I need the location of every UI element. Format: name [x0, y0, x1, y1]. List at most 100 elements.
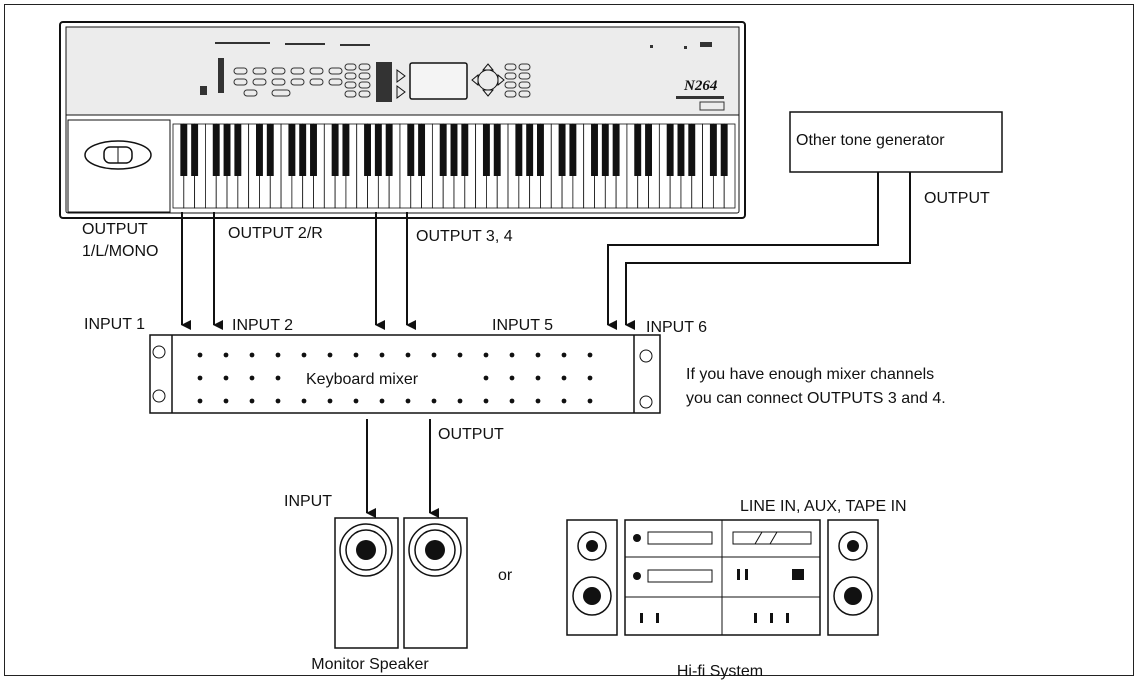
panel-button [309, 67, 324, 75]
panel-button [309, 78, 324, 86]
model-logo: N264 [683, 78, 718, 94]
label-output-2: OUTPUT 2/R [228, 225, 323, 242]
mixer-knob-dot [327, 352, 333, 358]
label-other-tone-generator: Other tone generator [796, 132, 945, 149]
black-key [591, 124, 598, 176]
label-input-6: INPUT 6 [646, 319, 708, 336]
mixer-knob-dot [587, 398, 593, 404]
black-key [482, 124, 490, 176]
mixer-knob-dot [197, 352, 203, 358]
black-key [526, 124, 534, 176]
mixer-knob-dot [405, 398, 411, 404]
black-key [374, 124, 382, 176]
label-input-1: INPUT 1 [84, 316, 146, 333]
black-key [569, 124, 577, 176]
label-output-1-sub: 1/L/MONO [82, 243, 159, 260]
white-keys [172, 123, 736, 209]
mixer-knob-dot [353, 398, 359, 404]
mixer-knob-dot [561, 398, 567, 404]
black-key [645, 124, 652, 176]
black-key [288, 124, 296, 176]
panel-button [344, 90, 357, 98]
label-mixer-output: OUTPUT [438, 426, 504, 443]
lcd-display [409, 62, 468, 100]
black-key [212, 124, 220, 176]
mixer-knob-dot [223, 375, 229, 381]
mixer-knob-dot [587, 375, 593, 381]
black-key [558, 124, 566, 176]
black-key [666, 124, 674, 176]
black-key [385, 124, 393, 176]
black-key [418, 124, 426, 176]
panel-button [518, 81, 531, 89]
label-or: or [498, 567, 513, 584]
black-key [364, 124, 371, 176]
panel-button [243, 89, 258, 97]
black-key [601, 124, 609, 176]
panel-button [518, 72, 531, 80]
mixer-knob-dot [431, 352, 437, 358]
panel-button [504, 90, 517, 98]
panel-button [518, 63, 531, 71]
black-key [407, 124, 415, 176]
mixer-knob-dot [301, 398, 307, 404]
mixer-knob-dot [379, 398, 385, 404]
mixer-knob-dot [509, 352, 515, 358]
mixer-knob-dot [483, 398, 489, 404]
panel-button [344, 81, 357, 89]
keyboard-synth: N264 [59, 21, 746, 219]
mixer-knob-dot [535, 375, 541, 381]
monitor-speakers [334, 517, 468, 649]
black-key [299, 124, 307, 176]
mixer-knob-dot [249, 375, 255, 381]
black-key [439, 124, 447, 176]
mixer-knob-dot [197, 375, 203, 381]
hifi-system [566, 519, 879, 636]
mixer-knob-dot [275, 398, 281, 404]
black-key [342, 124, 350, 176]
black-key [461, 124, 469, 176]
cable-other-tg-left [607, 172, 879, 330]
keyboard-output-cables [181, 212, 416, 330]
keyboard-mixer [149, 334, 661, 414]
panel-button [504, 63, 517, 71]
mixer-knob-dot [249, 352, 255, 358]
panel-button [271, 67, 286, 75]
panel-button [344, 72, 357, 80]
panel-button [233, 78, 248, 86]
black-key [515, 124, 523, 176]
black-key [537, 124, 544, 176]
panel-button [328, 67, 343, 75]
label-output-1: OUTPUT [82, 221, 148, 238]
mixer-knob-dot [223, 398, 229, 404]
black-key [493, 124, 501, 176]
mixer-knob-dot [379, 352, 385, 358]
mixer-knob-dot [275, 375, 281, 381]
black-key [612, 124, 620, 176]
panel-button [328, 78, 343, 86]
black-key [266, 124, 274, 176]
mixer-knob-dot [457, 398, 463, 404]
label-output-3-4: OUTPUT 3, 4 [416, 228, 513, 245]
black-keys [180, 124, 728, 176]
mixer-knob-dot [535, 352, 541, 358]
panel-button [233, 67, 248, 75]
mixer-knob-dot [535, 398, 541, 404]
label-hifi-system: Hi-fi System [676, 663, 764, 680]
panel-button [271, 89, 291, 97]
label-input-2: INPUT 2 [232, 317, 294, 334]
black-key [720, 124, 728, 176]
mixer-knob-dot [561, 375, 567, 381]
panel-button [358, 81, 371, 89]
mixer-knob-dot [353, 352, 359, 358]
mixer-knob-dot [249, 398, 255, 404]
mixer-knob-dot [431, 398, 437, 404]
mixer-knob-dot [509, 375, 515, 381]
panel-button [290, 67, 305, 75]
black-key [450, 124, 458, 176]
diagram-frame [4, 4, 1134, 676]
cable-other-tg-right [625, 172, 911, 330]
panel-button [358, 90, 371, 98]
mixer-knob-dot [561, 352, 567, 358]
black-key [634, 124, 642, 176]
